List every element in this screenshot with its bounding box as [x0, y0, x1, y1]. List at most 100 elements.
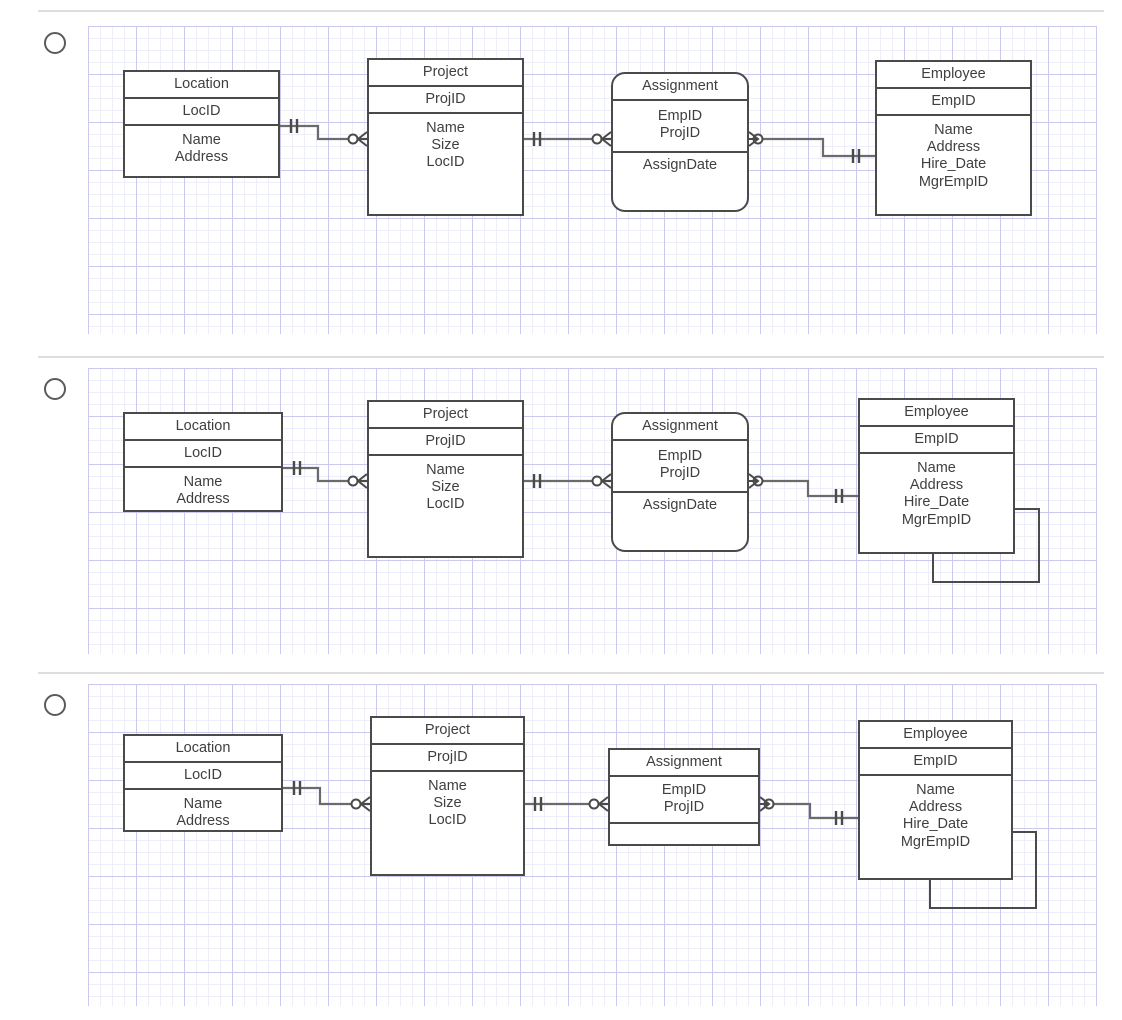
entity-footer	[610, 824, 758, 849]
attribute: Name	[428, 778, 467, 795]
link-assignment-employee	[763, 137, 875, 158]
option-1-divider	[38, 10, 1104, 12]
attribute: Name	[183, 796, 223, 813]
cardinality-many-crowsfoot	[359, 796, 371, 812]
entity-attributes: Name Size LocID	[372, 772, 523, 833]
option-3[interactable]: Location LocID Name Address Project Proj…	[0, 672, 1122, 1020]
option-1-canvas: Location LocID Name Address Project Proj…	[88, 26, 1097, 334]
cardinality-zero-circle	[347, 475, 359, 487]
option-2-entity-assignment[interactable]: Assignment EmpID ProjID AssignDate	[611, 412, 749, 552]
attribute: Hire_Date	[902, 816, 969, 833]
option-3-divider	[38, 672, 1104, 674]
entity-title: Project	[369, 402, 522, 430]
attribute: Address	[176, 813, 230, 830]
attribute: MgrEmpID	[918, 173, 989, 190]
entity-title: Employee	[860, 722, 1011, 750]
entity-attributes: Name Address Hire_Date MgrEmpID	[877, 116, 1030, 194]
entity-footer: AssignDate	[613, 493, 747, 518]
option-2-divider	[38, 356, 1104, 358]
entity-title: Project	[372, 718, 523, 746]
option-2-entity-employee[interactable]: Employee EmpID Name Address Hire_Date Mg…	[858, 398, 1015, 554]
attribute: LocID	[426, 496, 465, 513]
entity-title: Location	[125, 72, 278, 100]
entity-title: Assignment	[613, 74, 747, 102]
entity-attributes: Name Address Hire_Date MgrEmpID	[860, 454, 1013, 532]
cardinality-many-crowsfoot	[759, 796, 771, 812]
cardinality-many-crowsfoot	[356, 131, 368, 147]
attribute: MgrEmpID	[900, 833, 971, 850]
attribute: AssignDate	[642, 157, 718, 174]
entity-attributes: Name Address Hire_Date MgrEmpID	[860, 776, 1011, 854]
entity-primary-key: EmpID	[877, 89, 1030, 117]
attribute: Address	[908, 799, 963, 816]
attribute: AssignDate	[642, 497, 718, 514]
attribute: LocID	[428, 812, 467, 829]
link-assignment-employee	[763, 479, 858, 498]
cardinality-zero-circle	[591, 475, 603, 487]
option-3-entity-assignment[interactable]: Assignment EmpID ProjID	[608, 748, 760, 846]
attribute: EmpID	[661, 782, 707, 799]
cardinality-many-crowsfoot	[748, 473, 760, 489]
entity-title: Employee	[877, 62, 1030, 90]
option-1-entity-employee[interactable]: Employee EmpID Name Address Hire_Date Mg…	[875, 60, 1032, 216]
option-2-entity-project[interactable]: Project ProjID Name Size LocID	[367, 400, 524, 558]
attribute: MgrEmpID	[901, 511, 972, 528]
option-2-radio[interactable]	[44, 378, 66, 400]
attribute: Hire_Date	[903, 494, 970, 511]
attribute: Name	[182, 132, 221, 149]
entity-title: Employee	[860, 400, 1013, 428]
option-2-entity-location[interactable]: Location LocID Name Address	[123, 412, 283, 512]
cardinality-many-crowsfoot	[600, 131, 612, 147]
option-1-entity-location[interactable]: Location LocID Name Address	[123, 70, 280, 178]
entity-attributes: Name Size LocID	[369, 456, 522, 517]
entity-primary-key: ProjID	[369, 429, 522, 457]
entity-title: Project	[369, 60, 522, 88]
attribute: Size	[433, 795, 462, 812]
option-1-entity-project[interactable]: Project ProjID Name Size LocID	[367, 58, 524, 216]
attribute: Name	[426, 120, 465, 137]
cardinality-many-crowsfoot	[600, 473, 612, 489]
entity-primary-key: LocID	[125, 763, 281, 791]
attribute: Name	[183, 474, 223, 491]
entity-primary-key: LocID	[125, 441, 281, 469]
attribute: ProjID	[663, 799, 705, 816]
option-3-entity-employee[interactable]: Employee EmpID Name Address Hire_Date Mg…	[858, 720, 1013, 880]
entity-attributes: Name Address	[125, 790, 281, 834]
option-1[interactable]: Location LocID Name Address Project Proj…	[0, 0, 1122, 356]
option-2[interactable]: Location LocID Name Address Project Proj…	[0, 356, 1122, 672]
attribute: Name	[934, 122, 973, 139]
entity-primary-key: EmpID ProjID	[613, 101, 747, 154]
attribute: Address	[174, 149, 229, 166]
cardinality-zero-circle	[350, 798, 362, 810]
entity-footer: AssignDate	[613, 153, 747, 178]
attribute: Name	[917, 460, 956, 477]
entity-attributes: Name Address	[125, 126, 278, 170]
cardinality-many-crowsfoot	[748, 131, 760, 147]
entity-primary-key: LocID	[125, 99, 278, 127]
cardinality-many-crowsfoot	[356, 473, 368, 489]
link-location-project	[283, 786, 370, 806]
attribute: Address	[176, 491, 230, 508]
cardinality-zero-circle	[763, 798, 775, 810]
option-3-entity-location[interactable]: Location LocID Name Address	[123, 734, 283, 832]
attribute: EmpID	[657, 108, 703, 125]
option-3-canvas: Location LocID Name Address Project Proj…	[88, 684, 1097, 1006]
entity-title: Assignment	[613, 414, 747, 442]
option-1-entity-assignment[interactable]: Assignment EmpID ProjID AssignDate	[611, 72, 749, 212]
attribute: Address	[926, 139, 981, 156]
entity-title: Assignment	[610, 750, 758, 778]
cardinality-zero-circle	[588, 798, 600, 810]
entity-attributes: Name Address	[125, 468, 281, 512]
entity-title: Location	[125, 414, 281, 442]
attribute: Hire_Date	[920, 156, 987, 173]
option-1-radio[interactable]	[44, 32, 66, 54]
link-location-project	[280, 124, 367, 141]
entity-primary-key: EmpID	[860, 749, 1011, 777]
attribute: ProjID	[659, 465, 701, 482]
cardinality-zero-circle	[752, 475, 764, 487]
option-3-radio[interactable]	[44, 694, 66, 716]
link-assignment-employee	[774, 802, 858, 820]
cardinality-many-crowsfoot	[597, 796, 609, 812]
option-3-entity-project[interactable]: Project ProjID Name Size LocID	[370, 716, 525, 876]
